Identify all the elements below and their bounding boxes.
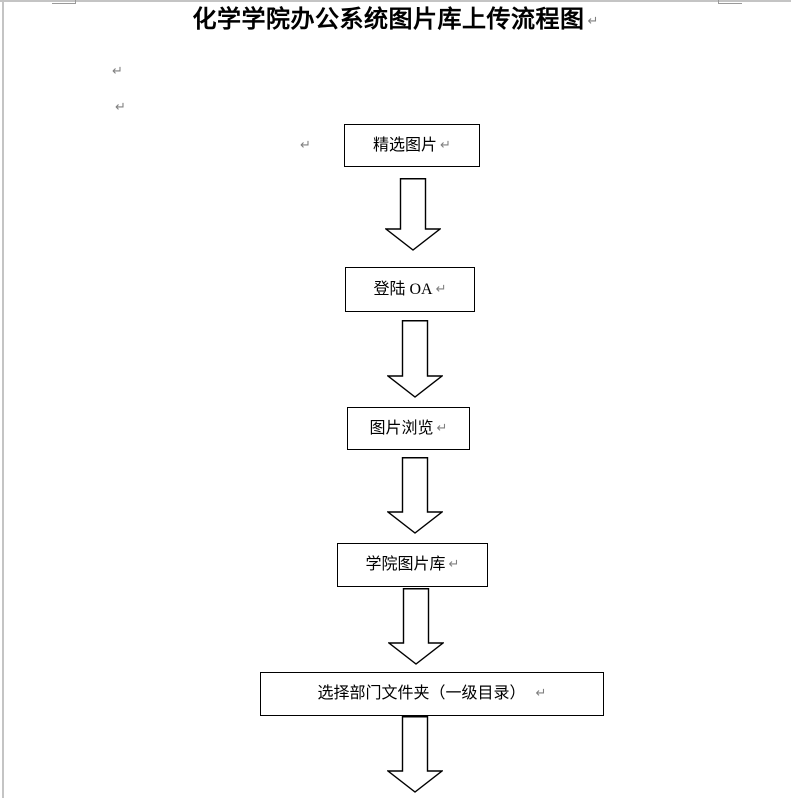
flow-step-box-select-images[interactable]: 精选图片↵ — [344, 124, 480, 167]
paragraph-mark: ↵ — [440, 137, 451, 153]
flow-step-label: 精选图片 — [373, 136, 438, 154]
paragraph-mark: ↵ — [535, 686, 547, 701]
flow-step-label: 选择部门文件夹（一级目录） — [317, 685, 526, 702]
document-title-text: 化学学院办公系统图片库上传流程图 — [192, 7, 585, 33]
margin-crop-mark-right — [718, 0, 719, 4]
paragraph-mark: ↵ — [448, 557, 460, 572]
paragraph-mark: ↵ — [115, 100, 126, 115]
margin-crop-mark-right — [718, 3, 742, 4]
flow-step-box-image-browse[interactable]: 图片浏览↵ — [347, 407, 470, 450]
down-arrow[interactable] — [385, 178, 441, 251]
paragraph-mark: ↵ — [436, 420, 448, 436]
margin-crop-mark-left — [75, 0, 76, 4]
down-arrow[interactable] — [387, 457, 443, 534]
flow-step-label: 图片浏览 — [369, 419, 434, 437]
down-arrow[interactable] — [387, 716, 443, 793]
document-title: 化学学院办公系统图片库上传流程图↵ — [0, 5, 791, 37]
flow-step-box-select-department-folder[interactable]: 选择部门文件夹（一级目录） ↵ — [260, 672, 604, 716]
paragraph-mark: ↵ — [587, 14, 599, 29]
paragraph-mark: ↵ — [435, 281, 447, 297]
flow-step-label: 登陆 OA — [373, 280, 433, 298]
page-edge-top — [0, 0, 791, 2]
margin-crop-mark-left — [52, 3, 76, 4]
paragraph-mark: ↵ — [112, 64, 123, 79]
flow-step-box-college-image-library[interactable]: 学院图片库↵ — [337, 543, 488, 587]
down-arrow[interactable] — [388, 588, 444, 665]
paragraph-mark: ↵ — [300, 138, 311, 153]
flow-step-box-login-oa[interactable]: 登陆 OA↵ — [345, 267, 475, 312]
flow-step-label: 学院图片库 — [365, 556, 446, 573]
page-edge-left — [2, 0, 4, 798]
down-arrow[interactable] — [387, 320, 443, 398]
